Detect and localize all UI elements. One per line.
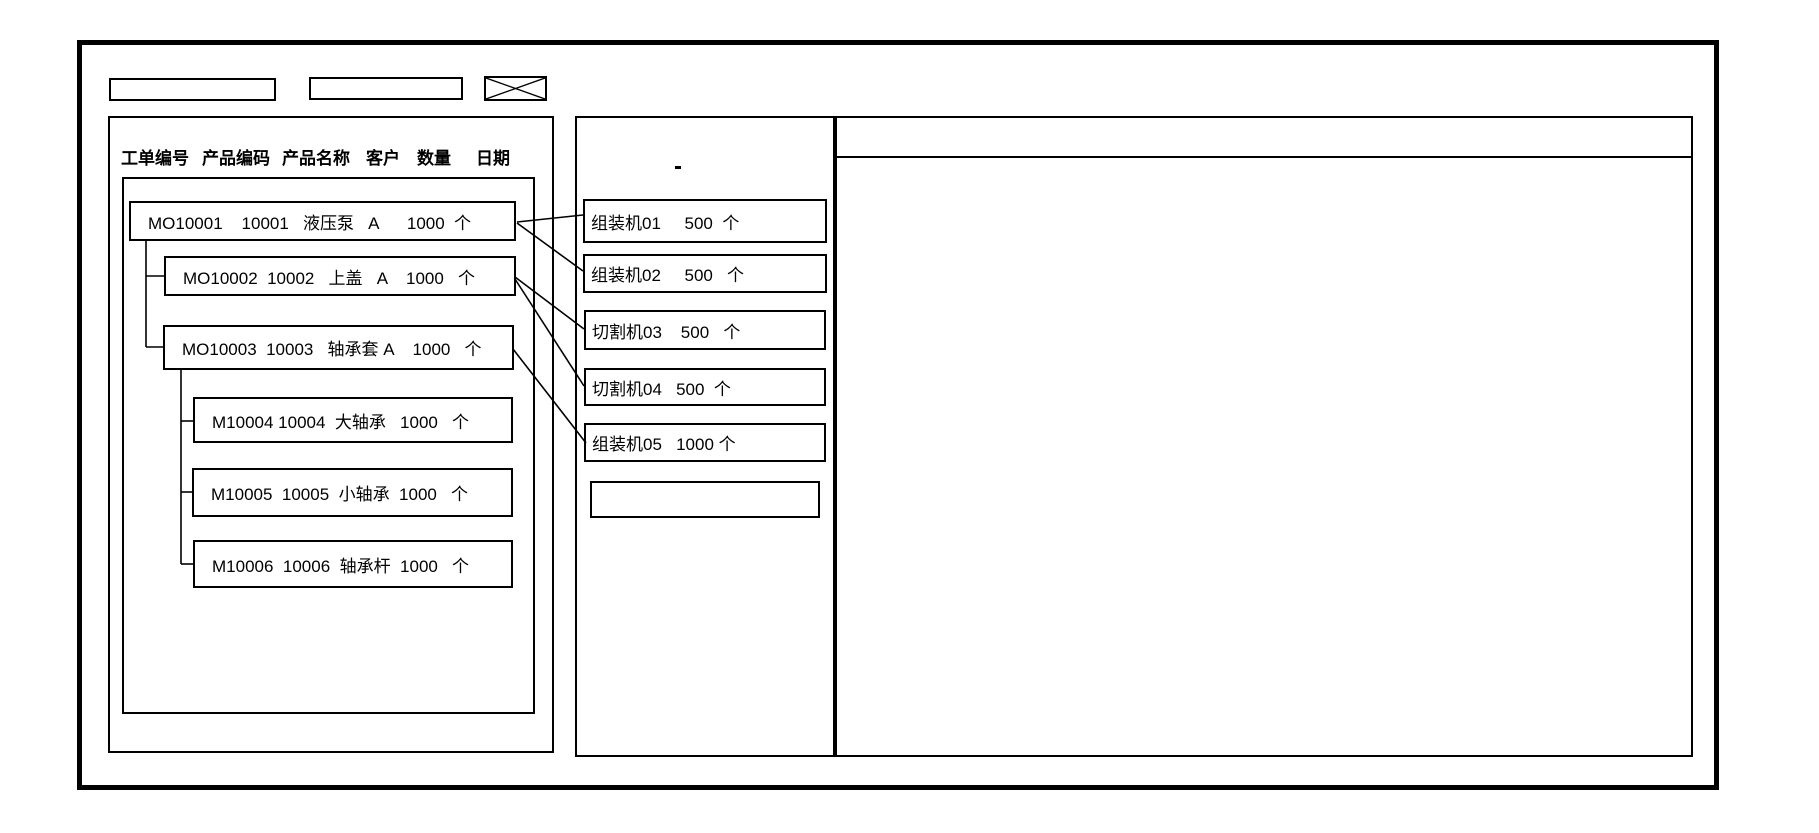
work-order-row-m10006[interactable]: M10006 10006 轴承杆 1000 个 <box>193 540 513 588</box>
machine-row-03[interactable]: 切割机03 500 个 <box>584 310 826 350</box>
schedule-panel <box>835 116 1693 757</box>
column-header-product-name: 产品名称 <box>282 149 350 168</box>
toolbar-field-1[interactable] <box>109 78 276 101</box>
work-order-row-mo10002[interactable]: MO10002 10002 上盖 A 1000 个 <box>164 256 516 296</box>
machine-row-01[interactable]: 组装机01 500 个 <box>583 199 827 243</box>
schedule-header-divider <box>835 156 1693 158</box>
machine-row-05[interactable]: 组装机05 1000 个 <box>584 423 826 462</box>
machine-row-02[interactable]: 组装机02 500 个 <box>583 254 827 293</box>
machine-row-04[interactable]: 切割机04 500 个 <box>584 368 826 406</box>
column-header-date: 日期 <box>476 149 510 168</box>
machine-row-empty[interactable] <box>590 481 820 518</box>
close-placeholder-button[interactable] <box>484 76 547 101</box>
toolbar-field-2[interactable] <box>309 77 463 100</box>
work-order-row-mo10003[interactable]: MO10003 10003 轴承套 A 1000 个 <box>163 325 514 370</box>
dash-mark <box>675 166 681 169</box>
work-order-row-m10005[interactable]: M10005 10005 小轴承 1000 个 <box>192 468 513 517</box>
column-header-order-no: 工单编号 <box>121 149 189 168</box>
work-order-row-m10004[interactable]: M10004 10004 大轴承 1000 个 <box>193 397 513 443</box>
column-header-qty: 数量 <box>417 149 451 168</box>
column-header-customer: 客户 <box>366 149 400 168</box>
work-order-row-mo10001[interactable]: MO10001 10001 液压泵 A 1000 个 <box>129 201 516 241</box>
column-header-product-code: 产品编码 <box>202 149 270 168</box>
x-icon <box>486 78 545 99</box>
